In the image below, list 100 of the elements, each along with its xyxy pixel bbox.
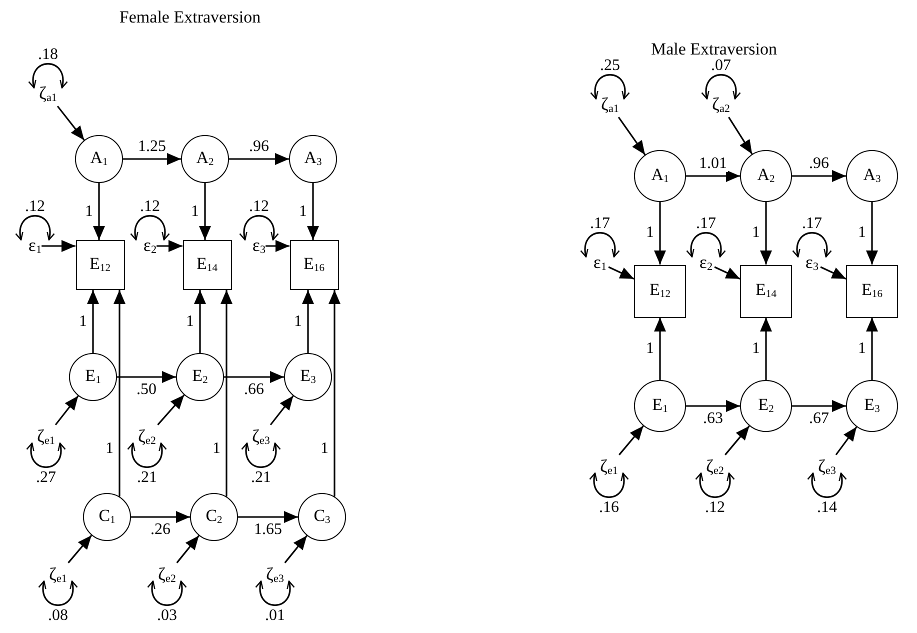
variance-loop-arrow [240, 215, 278, 240]
error-term-symbol: ζ$_{e3}$ [818, 456, 836, 478]
variance-loop-arrow [256, 580, 294, 606]
observed-variable-box: E$_{12}$ [634, 264, 686, 318]
observed-variable-box: E$_{12}$ [76, 240, 124, 290]
path-coefficient: 1.01 [698, 156, 728, 172]
path-arrow [54, 395, 79, 426]
variance-loop-arrow [128, 442, 166, 468]
path-arrow [284, 535, 308, 564]
path-arrow [131, 511, 190, 523]
path-arrow [792, 400, 846, 412]
path-arrow [238, 511, 298, 523]
error-term-symbol: ζ$_{a1}$ [39, 84, 57, 104]
latent-variable-circle: E$_{1}$ [634, 380, 686, 432]
path-arrow [835, 426, 858, 456]
latent-variable-circle: E$_{1}$ [69, 353, 117, 401]
variance-loop-arrow [130, 215, 170, 240]
path-arrow [760, 202, 772, 264]
error-term-symbol: ε$_{3}$ [252, 236, 266, 256]
path-arrow [87, 290, 99, 353]
error-term-symbol: ζ$_{e2}$ [158, 564, 176, 586]
observed-variable-box: E$_{16}$ [290, 240, 338, 290]
path-arrow [157, 394, 185, 426]
error-term-symbol: ζ$_{e2}$ [138, 426, 156, 448]
path-arrow [266, 240, 290, 252]
path-arrow [224, 371, 284, 383]
latent-variable-circle: A$_{2}$ [740, 150, 792, 202]
error-term-symbol: ε$_{1}$ [28, 236, 42, 256]
latent-variable-circle: A$_{1}$ [75, 135, 123, 183]
observed-variable-box: E$_{16}$ [846, 264, 898, 318]
variance-loop-arrow [28, 63, 68, 88]
error-term-symbol: ζ$_{e1}$ [37, 426, 55, 448]
path-arrow [654, 202, 666, 264]
panel-title: Female Extraversion [119, 8, 261, 28]
latent-variable-circle: E$_{3}$ [284, 353, 332, 401]
error-term-symbol: ε$_{2}$ [699, 252, 713, 274]
path-arrow [42, 240, 76, 252]
variance-loop-arrow [26, 442, 66, 468]
variance-loop-arrow [590, 472, 628, 498]
error-term-symbol: ζ$_{e2}$ [706, 456, 724, 478]
path-arrow [686, 400, 740, 412]
path-arrow [194, 290, 206, 353]
path-arrow [866, 318, 878, 380]
path-arrow [117, 371, 176, 383]
latent-variable-circle: C$_{1}$ [83, 493, 131, 541]
variance-loop-arrow [580, 232, 620, 258]
variance-loop-arrow [148, 580, 186, 606]
error-term-symbol: ζ$_{e3}$ [266, 564, 284, 586]
path-arrow [714, 266, 740, 280]
path-arrow [328, 290, 340, 496]
variance-loop-arrow [696, 472, 734, 498]
variance-loop-arrow [808, 472, 846, 498]
path-arrow [654, 318, 666, 380]
path-arrow [820, 266, 846, 280]
path-arrow [760, 318, 772, 380]
path-arrow [114, 290, 126, 496]
latent-variable-circle: A$_{2}$ [181, 135, 229, 183]
error-term-symbol: ζ$_{e1}$ [49, 564, 67, 586]
variance-loop-arrow [38, 580, 78, 606]
latent-variable-circle: A$_{3}$ [846, 150, 898, 202]
latent-variable-circle: C$_{3}$ [298, 493, 346, 541]
path-arrow [307, 183, 319, 240]
path-arrow [728, 116, 753, 154]
observed-variable-box: E$_{14}$ [740, 264, 792, 318]
variance-loop-arrow [686, 232, 726, 258]
latent-variable-circle: E$_{2}$ [176, 353, 224, 401]
path-arrow [176, 535, 200, 564]
panel-title: Male Extraversion [650, 40, 778, 60]
path-arrow [724, 425, 750, 456]
variance-loop-arrow [242, 442, 280, 468]
path-arrow [68, 534, 92, 564]
error-term-symbol: ζ$_{e1}$ [600, 456, 618, 478]
path-arrow [56, 106, 85, 141]
path-arrow [866, 202, 878, 264]
variance-loop-arrow [590, 74, 630, 100]
path-arrow [123, 153, 181, 165]
path-arrow [618, 116, 646, 156]
error-term-symbol: ε$_{2}$ [143, 236, 157, 256]
path-arrow [618, 425, 644, 456]
error-term-symbol: ζ$_{a1}$ [601, 94, 619, 116]
error-term-symbol: ζ$_{a2}$ [712, 94, 730, 116]
path-arrow [156, 240, 182, 252]
error-term-symbol: ε$_{1}$ [593, 252, 607, 274]
path-arrow [229, 153, 289, 165]
path-arrow [270, 395, 294, 426]
latent-variable-circle: A$_{1}$ [634, 150, 686, 202]
variance-loop-arrow [16, 215, 54, 240]
variance-loop-arrow [792, 232, 832, 258]
latent-variable-circle: E$_{2}$ [740, 380, 792, 432]
path-arrow [199, 183, 211, 240]
latent-variable-circle: E$_{3}$ [846, 380, 898, 432]
path-arrow [792, 170, 846, 182]
latent-variable-circle: A$_{3}$ [289, 135, 337, 183]
path-arrow [220, 290, 232, 496]
path-arrow [302, 290, 314, 353]
path-arrow [93, 183, 105, 240]
variance-loop-arrow [702, 74, 740, 100]
observed-variable-box: E$_{14}$ [182, 240, 232, 290]
error-term-symbol: ε$_{3}$ [805, 252, 819, 274]
error-term-symbol: ζ$_{e3}$ [252, 426, 270, 448]
